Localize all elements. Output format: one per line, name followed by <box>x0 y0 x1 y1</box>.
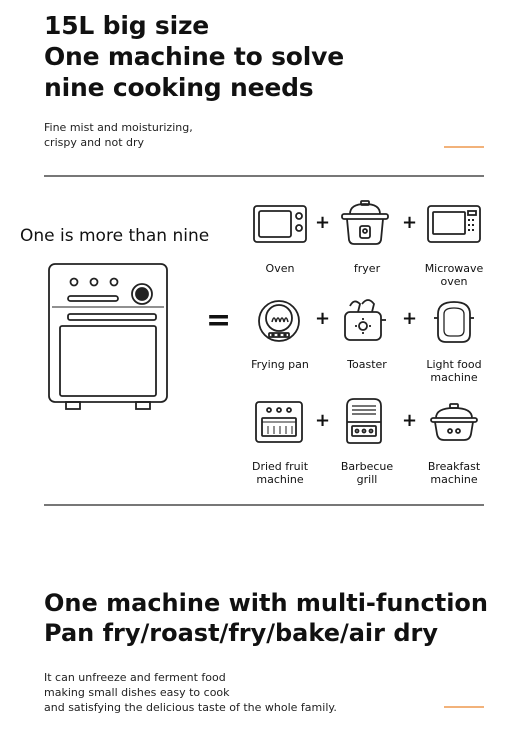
hero-title-line-1: 15L big size <box>44 11 210 40</box>
feature-subtitle: It can unfreeze and ferment food making … <box>44 670 337 715</box>
oven-icon <box>252 204 308 244</box>
item-label-frying-pan: Frying pan <box>251 358 309 371</box>
barbecue-grill-icon <box>342 396 386 446</box>
hero-title-line-2: One machine to solve <box>44 42 344 71</box>
hero-title-line-3: nine cooking needs <box>44 73 314 102</box>
item-label-microwave: Microwave oven <box>424 262 484 288</box>
air-fryer-icon <box>46 262 170 412</box>
hero-subtitle: Fine mist and moisturizing, crispy and n… <box>44 120 193 150</box>
plus-sign: + <box>402 308 418 329</box>
light-food-machine-icon <box>432 296 476 346</box>
breakfast-machine-icon <box>428 402 480 444</box>
equals-sign: = <box>206 303 232 338</box>
accent-line-top <box>444 146 484 148</box>
dried-fruit-machine-icon <box>254 400 304 444</box>
item-label-toaster: Toaster <box>347 358 387 371</box>
accent-line-bottom <box>444 706 484 708</box>
hero-subtitle-line-1: Fine mist and moisturizing, <box>44 121 193 134</box>
feature-subtitle-line-3: and satisfying the delicious taste of th… <box>44 701 337 714</box>
item-label-barbecue: Barbecue grill <box>340 460 394 486</box>
frying-pan-icon <box>256 298 302 344</box>
item-label-light-food: Light food machine <box>426 358 482 384</box>
item-label-breakfast: Breakfast machine <box>427 460 481 486</box>
plus-sign: + <box>402 410 418 431</box>
item-label-fryer: fryer <box>353 262 381 275</box>
plus-sign: + <box>315 410 331 431</box>
hero-subtitle-line-2: crispy and not dry <box>44 136 145 149</box>
toaster-icon <box>342 296 388 344</box>
microwave-icon <box>426 204 482 244</box>
plus-sign: + <box>315 212 331 233</box>
item-label-oven: Oven <box>265 262 295 275</box>
feature-subtitle-line-2: making small dishes easy to cook <box>44 686 230 699</box>
item-label-dried-fruit: Dried fruit machine <box>251 460 309 486</box>
feature-subtitle-line-1: It can unfreeze and ferment food <box>44 671 226 684</box>
divider-bottom <box>44 504 484 506</box>
feature-title-line-2: Pan fry/roast/fry/bake/air dry <box>44 619 439 647</box>
hero-title: 15L big size One machine to solve nine c… <box>44 10 484 103</box>
divider-top <box>44 175 484 177</box>
combo-heading: One is more than nine <box>20 226 210 246</box>
feature-title-line-1: One machine with multi-function <box>44 589 488 617</box>
plus-sign: + <box>315 308 331 329</box>
plus-sign: + <box>402 212 418 233</box>
feature-title: One machine with multi-function Pan fry/… <box>44 588 504 648</box>
fryer-icon <box>340 200 390 246</box>
